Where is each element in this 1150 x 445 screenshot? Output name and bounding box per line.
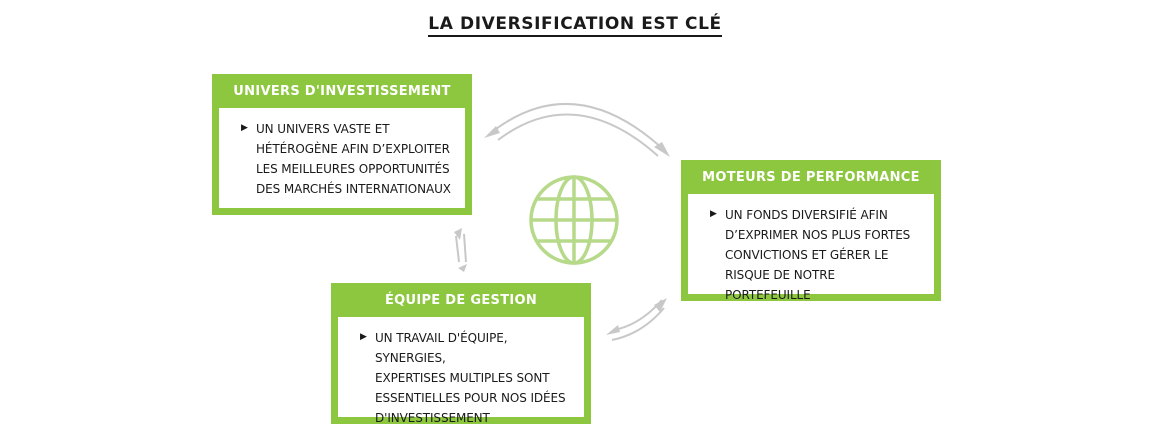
card-univers-investissement: UNIVERS D'INVESTISSEMENT ▶ UN UNIVERS VA… [212,74,472,215]
card-header: MOTEURS DE PERFORMANCE [702,170,920,185]
card-body: ▶ UN TRAVAIL D'ÉQUIPE, SYNERGIES, EXPERT… [338,317,584,425]
card-header: ÉQUIPE DE GESTION [384,293,538,308]
card-body: ▶ UN FONDS DIVERSIFIÉ AFIN D’EXPRIMER NO… [688,194,934,302]
arrow-equipe-to-univers-icon [454,228,467,272]
arrow-univers-to-moteurs-icon [484,103,670,157]
card-text: UN TRAVAIL D'ÉQUIPE, SYNERGIES, EXPERTIS… [375,331,566,425]
card-body: ▶ UN UNIVERS VASTE ET HÉTÉROGÈNE AFIN D’… [219,108,465,208]
card-text: UN FONDS DIVERSIFIÉ AFIN D’EXPRIMER NOS … [725,208,911,302]
card-moteurs-performance: MOTEURS DE PERFORMANCE ▶ UN FONDS DIVERS… [681,160,941,302]
bullet-icon: ▶ [710,209,717,219]
page-title: LA DIVERSIFICATION EST CLÉ [0,14,1150,37]
globe-icon [529,175,619,265]
bullet-icon: ▶ [241,123,248,133]
bullet-icon: ▶ [360,332,367,342]
card-header: UNIVERS D'INVESTISSEMENT [233,84,451,99]
card-text: UN UNIVERS VASTE ET HÉTÉROGÈNE AFIN D’EX… [256,122,451,196]
card-equipe-gestion: ÉQUIPE DE GESTION ▶ UN TRAVAIL D'ÉQUIPE,… [331,283,591,425]
arrow-moteurs-to-equipe-icon [606,298,667,341]
